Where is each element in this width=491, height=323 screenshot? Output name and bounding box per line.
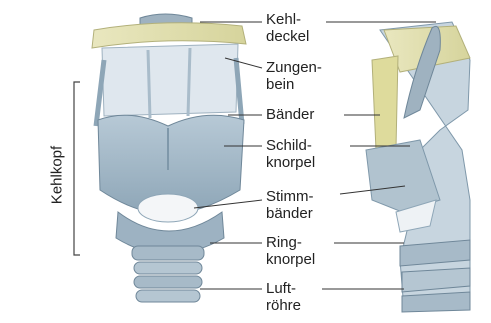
group-bracket <box>74 82 80 255</box>
label-cricoid-cartilage: Ring- knorpel <box>266 234 315 268</box>
label-ligaments: Bänder <box>266 106 314 123</box>
label-vocal-cords: Stimm- bänder <box>266 188 314 222</box>
front-view-larynx <box>92 14 246 302</box>
label-hyoid: Zungen- bein <box>266 59 322 93</box>
label-trachea: Luft- röhre <box>266 280 301 314</box>
group-label-kehlkopf: Kehlkopf <box>49 146 66 204</box>
side-view-larynx <box>366 22 470 312</box>
label-epiglottis: Kehl- deckel <box>266 11 309 45</box>
label-thyroid-cartilage: Schild- knorpel <box>266 137 315 171</box>
